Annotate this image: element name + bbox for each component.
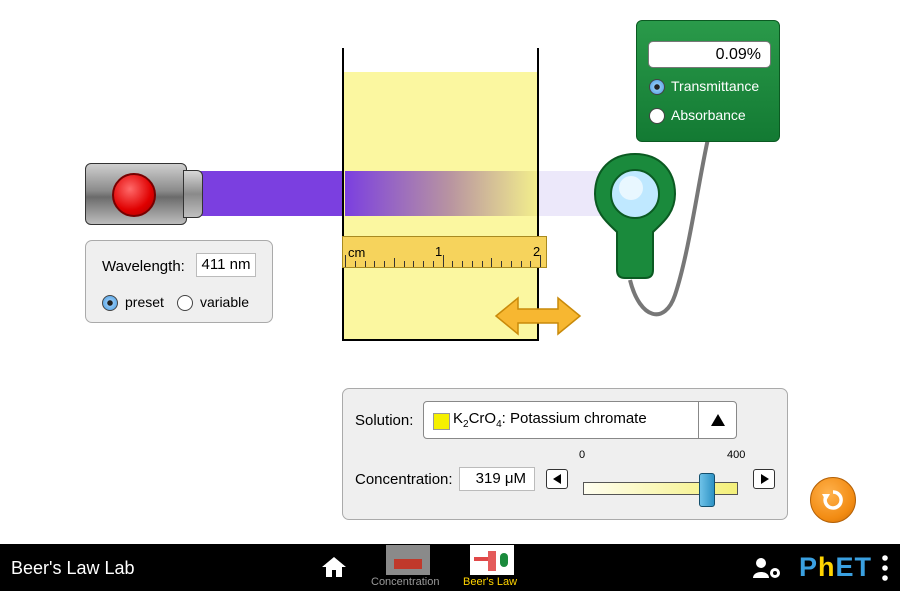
light-source-nozzle bbox=[183, 170, 203, 218]
formula-part: K bbox=[453, 410, 464, 427]
logo-letter: h bbox=[818, 552, 836, 582]
ruler-tick bbox=[540, 255, 541, 267]
preset-radio[interactable] bbox=[102, 295, 118, 311]
ruler-tick bbox=[413, 261, 415, 267]
solution-label: Solution: bbox=[355, 412, 414, 429]
home-icon[interactable] bbox=[321, 556, 347, 578]
wavelength-panel: Wavelength: 411 nm preset variable bbox=[85, 240, 273, 323]
ruler-unit: cm bbox=[348, 245, 366, 260]
solution-combo-box[interactable]: K2CrO4: Potassium chromate bbox=[423, 401, 737, 439]
tab-beers-law-label[interactable]: Beer's Law bbox=[463, 576, 518, 588]
reset-icon bbox=[822, 490, 843, 510]
ruler-tick bbox=[432, 261, 434, 267]
ruler-tick bbox=[423, 261, 424, 267]
transmittance-radio[interactable] bbox=[649, 79, 665, 95]
variable-radio[interactable] bbox=[177, 295, 193, 311]
navigation-bar: Beer's Law Lab Concentration Beer's Law … bbox=[0, 544, 900, 591]
solution-dropdown-button[interactable] bbox=[698, 402, 737, 438]
concentration-value: 319 μM bbox=[459, 467, 535, 491]
concentration-slider-thumb[interactable] bbox=[698, 473, 715, 507]
preferences-icon[interactable] bbox=[752, 556, 782, 580]
app-title: Beer's Law Lab bbox=[11, 558, 135, 578]
slider-min-label: 0 bbox=[579, 449, 586, 461]
light-beam-through-solution bbox=[345, 171, 538, 216]
ruler-tick bbox=[354, 261, 356, 267]
phet-logo[interactable]: PhET bbox=[799, 552, 872, 583]
thumb-beam-shape bbox=[474, 557, 494, 561]
ruler-tick-label: 1 bbox=[435, 244, 443, 259]
light-toggle-button[interactable] bbox=[112, 173, 156, 217]
logo-letter: P bbox=[799, 552, 819, 582]
thumb-cuvette-shape bbox=[488, 551, 496, 571]
decrease-concentration-button[interactable] bbox=[546, 469, 568, 489]
ruler-tick bbox=[374, 261, 376, 267]
concentration-slider-track[interactable] bbox=[583, 482, 738, 495]
triangle-right-icon bbox=[761, 474, 769, 484]
meter-reading: 0.09% bbox=[648, 41, 771, 68]
drag-handle-double-arrow-icon[interactable] bbox=[494, 296, 582, 336]
ruler-tick bbox=[462, 261, 463, 267]
light-beam bbox=[200, 171, 345, 216]
ruler-tick bbox=[471, 261, 473, 267]
ruler-tick bbox=[393, 258, 395, 267]
solution-color-swatch bbox=[433, 413, 450, 430]
ruler-tick bbox=[345, 255, 346, 267]
thumb-solution-shape bbox=[394, 559, 422, 569]
solution-name-suffix: : Potassium chromate bbox=[501, 410, 647, 427]
solution-panel: Solution: K2CrO4: Potassium chromate Con… bbox=[342, 388, 788, 520]
ruler-tick bbox=[510, 261, 512, 267]
ruler-tick bbox=[481, 261, 483, 267]
formula-part: CrO bbox=[468, 410, 497, 427]
ruler-tick bbox=[384, 261, 385, 267]
ruler-tick bbox=[530, 261, 532, 267]
detector-probe[interactable] bbox=[593, 152, 677, 280]
wavelength-label: Wavelength: bbox=[102, 258, 185, 275]
wavelength-value: 411 nm bbox=[196, 253, 256, 277]
ruler-tick bbox=[452, 261, 454, 267]
ruler-tick bbox=[501, 261, 502, 267]
ruler-tick bbox=[491, 258, 493, 267]
tab-concentration-icon[interactable] bbox=[386, 545, 430, 575]
ruler-tick bbox=[442, 255, 444, 267]
solution-name: K2CrO4: Potassium chromate bbox=[453, 410, 647, 430]
detector-meter: 0.09% Transmittance Absorbance bbox=[636, 20, 780, 142]
variable-label[interactable]: variable bbox=[200, 294, 250, 310]
formula-subscript: 2 bbox=[463, 419, 469, 430]
cuvette-wall-right[interactable] bbox=[537, 48, 539, 341]
ruler-tick-label: 2 bbox=[533, 244, 541, 259]
thumb-detector-shape bbox=[500, 553, 508, 567]
concentration-label: Concentration: bbox=[355, 471, 453, 488]
tab-beers-law-icon[interactable] bbox=[470, 545, 514, 575]
triangle-up-icon bbox=[711, 414, 725, 426]
ruler-tick bbox=[520, 261, 522, 267]
reset-all-button[interactable] bbox=[810, 477, 856, 523]
more-options-icon[interactable] bbox=[882, 555, 888, 581]
triangle-left-icon bbox=[553, 474, 561, 484]
cuvette-bottom bbox=[342, 339, 539, 341]
absorbance-label[interactable]: Absorbance bbox=[671, 107, 746, 123]
detector-cable bbox=[628, 130, 712, 317]
cuvette-wall-left bbox=[342, 48, 344, 341]
logo-letter: ET bbox=[835, 552, 873, 582]
transmittance-label[interactable]: Transmittance bbox=[671, 78, 760, 94]
tab-concentration-label[interactable]: Concentration bbox=[371, 576, 440, 588]
slider-max-label: 400 bbox=[727, 449, 746, 461]
formula-subscript: 4 bbox=[496, 419, 502, 430]
ruler-tick bbox=[364, 261, 366, 267]
preset-label[interactable]: preset bbox=[125, 294, 164, 310]
ruler[interactable]: cm 1 2 bbox=[342, 236, 547, 268]
increase-concentration-button[interactable] bbox=[753, 469, 775, 489]
ruler-tick bbox=[403, 261, 405, 267]
absorbance-radio[interactable] bbox=[649, 108, 665, 124]
